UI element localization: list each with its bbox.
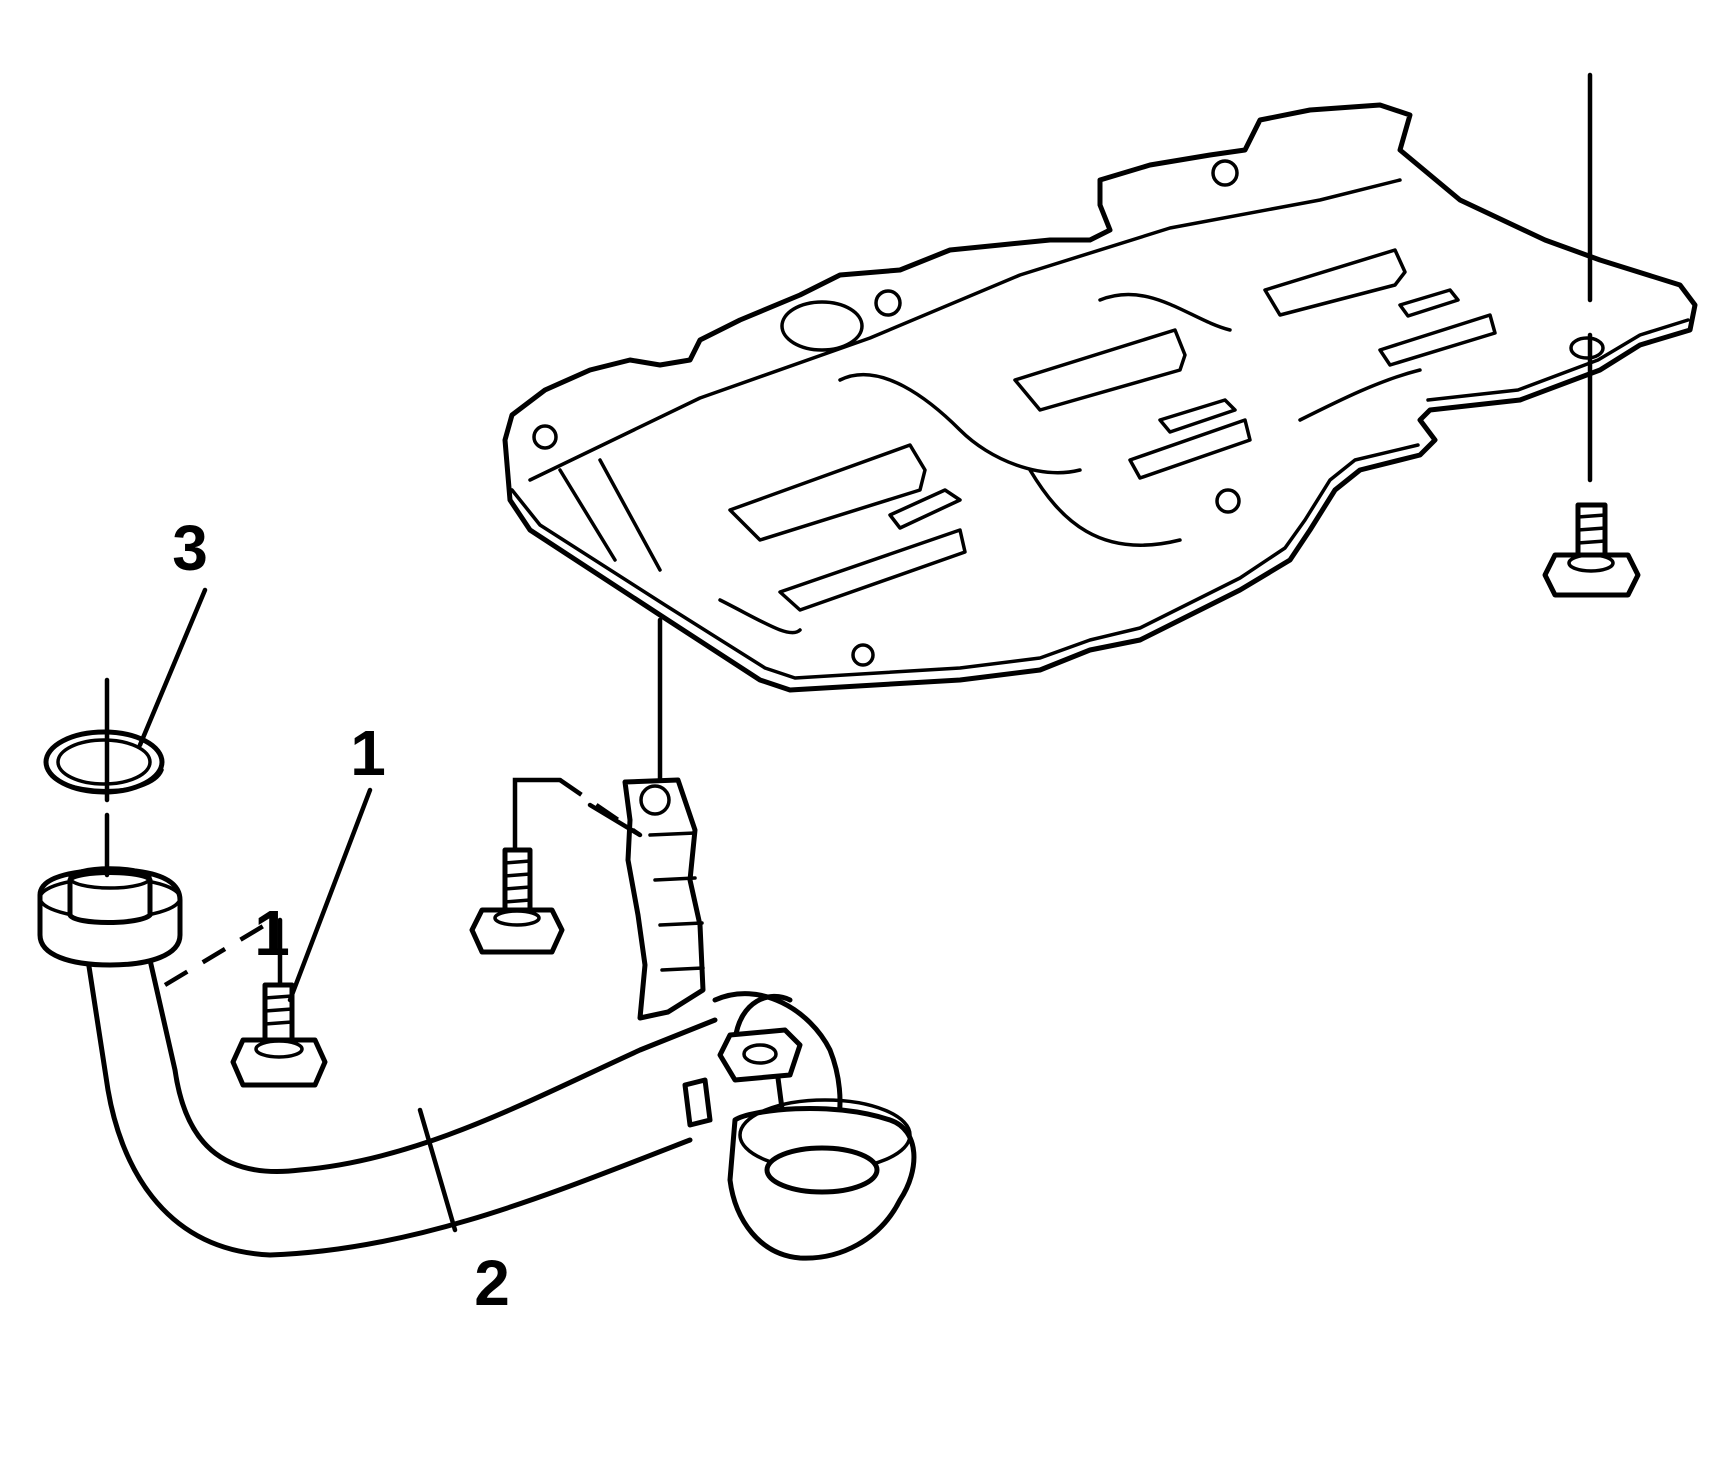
callout-3-leader (137, 587, 208, 748)
oil-pump-pickup-pipe (37, 777, 917, 1261)
pipe-pickup-screen (682, 991, 917, 1261)
callout-2: 2 (474, 1247, 510, 1319)
baffle-louvers (728, 248, 1497, 612)
callout-1-leader (287, 787, 373, 1003)
pipe-support-bracket (622, 777, 706, 1021)
callout-1: 1 (350, 717, 386, 789)
baffle-outline (502, 102, 1698, 693)
pipe-main-tube (85, 957, 718, 1258)
bolt-middle (469, 847, 565, 955)
oil-pan-baffle-plate (502, 102, 1698, 693)
bolt-left-dashed-path (163, 923, 267, 987)
callout-1-second: 1 (254, 897, 290, 969)
bolt-right (1542, 502, 1641, 598)
bolt-left (230, 982, 328, 1088)
baffle-channels (718, 292, 1422, 635)
baffle-raised-strip (528, 178, 1402, 572)
callout-3: 3 (172, 512, 208, 584)
seal-o-ring (43, 729, 165, 795)
baffle-rim (510, 318, 1690, 680)
pipe-inlet-flange (37, 866, 183, 968)
baffle-bolt-holes (532, 159, 1605, 667)
callout-2-leader (417, 1107, 458, 1233)
bolt-middle-dashed-path (558, 778, 642, 837)
